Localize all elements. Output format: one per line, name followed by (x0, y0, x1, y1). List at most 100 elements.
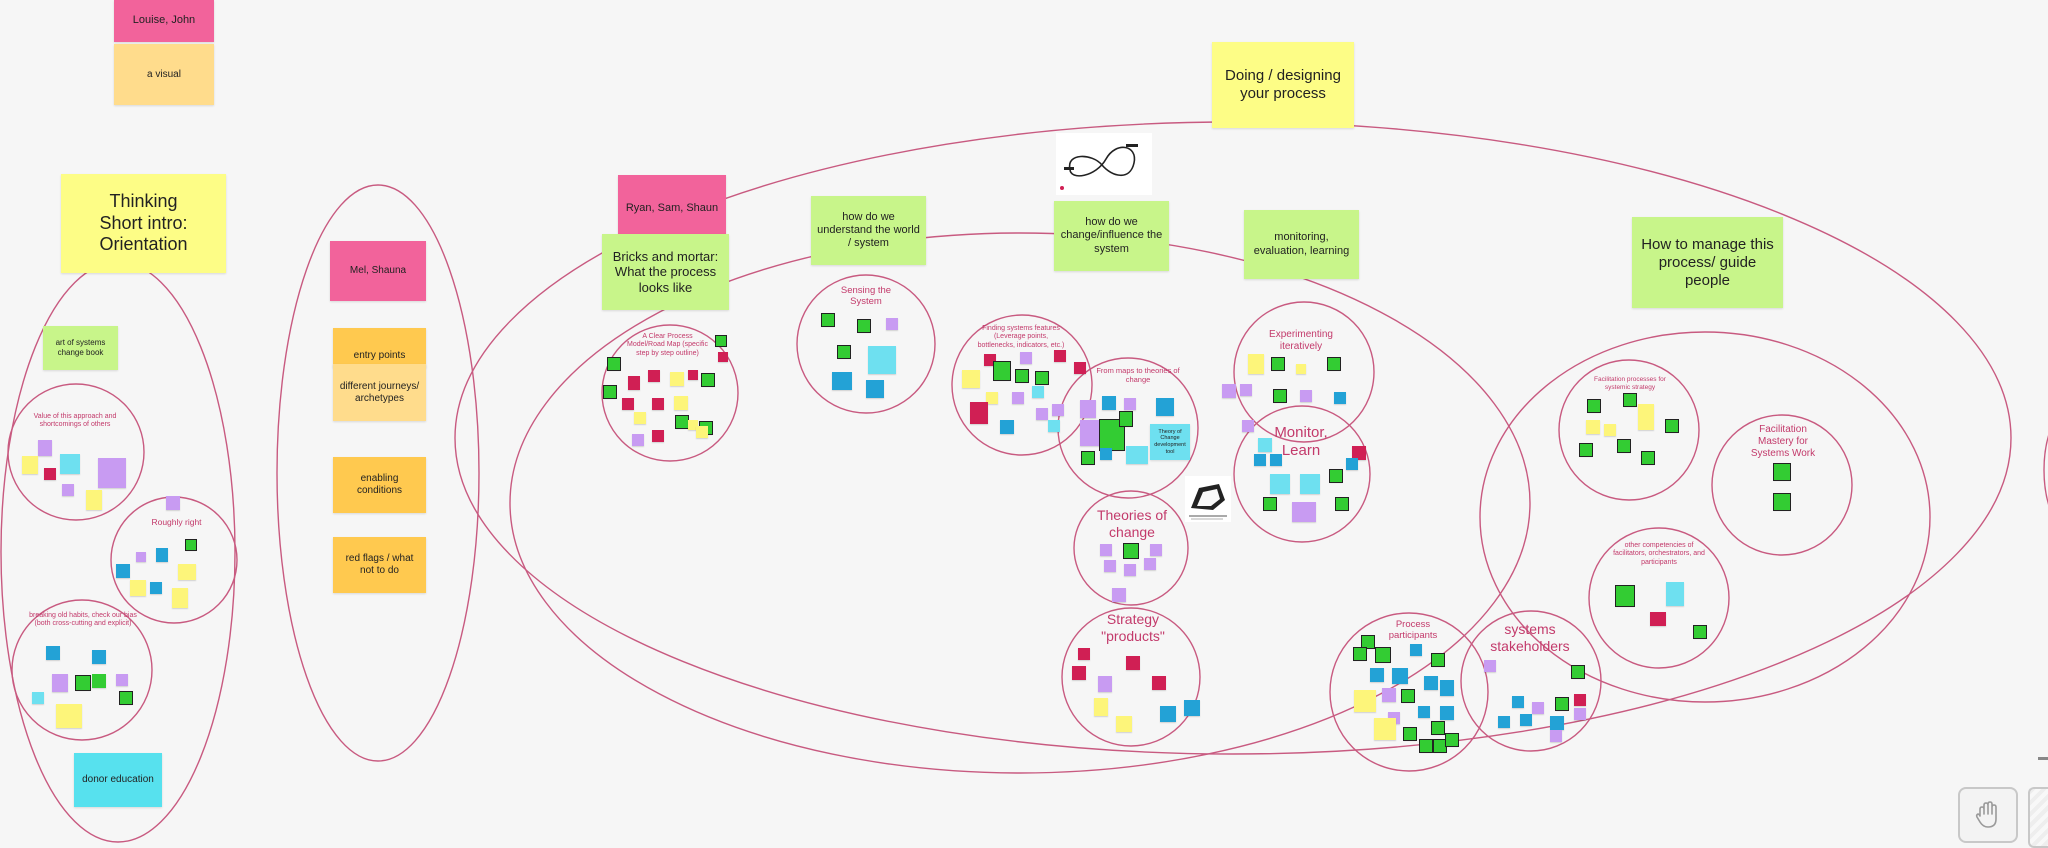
mini-sticky-note[interactable] (1184, 700, 1200, 716)
mini-sticky-note[interactable] (1035, 371, 1049, 385)
mini-sticky-note[interactable] (993, 361, 1011, 381)
sticky-change-influence[interactable]: how do we change/influence the system (1054, 201, 1169, 271)
mini-sticky-note[interactable] (986, 392, 998, 404)
mini-sticky-note[interactable] (1126, 656, 1140, 670)
mini-sticky-note[interactable] (868, 346, 896, 374)
mini-sticky-note[interactable] (1410, 644, 1422, 656)
mini-sticky-note[interactable] (116, 564, 130, 578)
sticky-donor-education[interactable]: donor education (74, 753, 162, 807)
mini-sticky-note[interactable] (1100, 448, 1112, 460)
sticky-theory-of-change-tool[interactable]: Theory of Change development tool (1150, 424, 1190, 460)
mini-sticky-note[interactable] (116, 674, 128, 686)
mini-sticky-note[interactable] (1574, 708, 1586, 720)
mini-sticky-note[interactable] (1102, 396, 1116, 410)
mini-sticky-note[interactable] (670, 372, 684, 386)
mini-sticky-note[interactable] (1327, 357, 1341, 371)
mini-sticky-note[interactable] (1152, 676, 1166, 690)
mini-sticky-note[interactable] (1666, 582, 1684, 606)
mini-sticky-note[interactable] (1574, 694, 1586, 706)
mini-sticky-note[interactable] (1254, 454, 1266, 466)
mini-sticky-note[interactable] (1334, 392, 1346, 404)
mini-sticky-note[interactable] (1346, 458, 1358, 470)
mini-sticky-note[interactable] (1119, 411, 1133, 427)
mini-sticky-note[interactable] (1484, 660, 1496, 672)
sticky-enabling-conditions[interactable]: enabling conditions (333, 457, 426, 513)
mini-sticky-note[interactable] (1498, 716, 1510, 728)
mini-sticky-note[interactable] (1532, 702, 1544, 714)
mini-sticky-note[interactable] (150, 582, 162, 594)
mini-sticky-note[interactable] (1098, 676, 1112, 692)
mini-sticky-note[interactable] (1431, 721, 1445, 735)
mini-sticky-note[interactable] (1587, 399, 1601, 413)
mini-sticky-note[interactable] (1078, 648, 1090, 660)
mini-sticky-note[interactable] (1392, 668, 1408, 684)
mini-sticky-note[interactable] (1419, 739, 1433, 753)
sticky-louise-john[interactable]: Louise, John (114, 0, 214, 42)
sticky-manage-process[interactable]: How to manage this process/ guide people (1632, 217, 1783, 308)
mini-sticky-note[interactable] (1036, 408, 1048, 420)
mini-sticky-note[interactable] (1361, 635, 1375, 649)
mini-sticky-note[interactable] (1352, 446, 1366, 460)
mini-sticky-note[interactable] (38, 440, 52, 456)
mini-sticky-note[interactable] (1032, 386, 1044, 398)
mini-sticky-note[interactable] (1382, 688, 1396, 702)
sticky-art-of-systems[interactable]: art of systems change book (43, 326, 118, 370)
mini-sticky-note[interactable] (1080, 420, 1100, 446)
mini-sticky-note[interactable] (1248, 354, 1264, 374)
mini-sticky-note[interactable] (632, 434, 644, 446)
mini-sticky-note[interactable] (1335, 497, 1349, 511)
mini-sticky-note[interactable] (1300, 390, 1312, 402)
mini-sticky-note[interactable] (984, 354, 996, 366)
mini-sticky-note[interactable] (674, 396, 688, 410)
mini-sticky-note[interactable] (1123, 543, 1139, 559)
mini-sticky-note[interactable] (62, 484, 74, 496)
sticky-doing-designing[interactable]: Doing / designing your process (1212, 42, 1354, 128)
sticky-different-journeys[interactable]: different journeys/ archetypes (333, 364, 426, 421)
mini-sticky-note[interactable] (1586, 420, 1600, 434)
mini-sticky-note[interactable] (1270, 474, 1290, 494)
mini-sticky-note[interactable] (1270, 454, 1282, 466)
mini-sticky-note[interactable] (56, 704, 82, 728)
mini-sticky-note[interactable] (962, 370, 980, 388)
mini-sticky-note[interactable] (648, 370, 660, 382)
mini-sticky-note[interactable] (46, 646, 60, 660)
mini-sticky-note[interactable] (1054, 350, 1066, 362)
mini-sticky-note[interactable] (1615, 585, 1635, 607)
mini-sticky-note[interactable] (607, 357, 621, 371)
mini-sticky-note[interactable] (688, 370, 698, 380)
mini-sticky-note[interactable] (1258, 438, 1272, 452)
mini-sticky-note[interactable] (1623, 393, 1637, 407)
mini-sticky-note[interactable] (1445, 733, 1459, 747)
mini-sticky-note[interactable] (886, 318, 898, 330)
mini-sticky-note[interactable] (1375, 647, 1391, 663)
mini-sticky-note[interactable] (1124, 564, 1136, 576)
mini-sticky-note[interactable] (1638, 404, 1654, 430)
mini-sticky-note[interactable] (1579, 443, 1593, 457)
mini-sticky-note[interactable] (1020, 352, 1032, 364)
mini-sticky-note[interactable] (86, 490, 102, 510)
sticky-bricks-mortar[interactable]: Bricks and mortar: What the process look… (602, 234, 729, 310)
mini-sticky-note[interactable] (52, 674, 68, 692)
sticky-a-visual[interactable]: a visual (114, 44, 214, 105)
hand-tool-button[interactable] (1958, 787, 2018, 843)
sticky-mel-shauna[interactable]: Mel, Shauna (330, 241, 426, 301)
mini-sticky-note[interactable] (1271, 357, 1285, 371)
mini-sticky-note[interactable] (1124, 398, 1136, 410)
mini-sticky-note[interactable] (866, 380, 884, 398)
mini-sticky-note[interactable] (688, 420, 698, 430)
sticky-thinking-intro[interactable]: Thinking Short intro: Orientation (61, 174, 226, 273)
mini-sticky-note[interactable] (1300, 474, 1320, 494)
mini-sticky-note[interactable] (1520, 714, 1532, 726)
sticky-ryan-sam-shaun[interactable]: Ryan, Sam, Shaun (618, 175, 726, 243)
mini-sticky-note[interactable] (1650, 612, 1666, 626)
infinity-sketch-icon[interactable] (1056, 133, 1152, 195)
mini-sticky-note[interactable] (32, 692, 44, 704)
mini-sticky-note[interactable] (1015, 369, 1029, 383)
mini-sticky-note[interactable] (1418, 706, 1430, 718)
mini-sticky-note[interactable] (1012, 392, 1024, 404)
mini-sticky-note[interactable] (652, 430, 664, 442)
mini-sticky-note[interactable] (1693, 625, 1707, 639)
mini-sticky-note[interactable] (1112, 588, 1126, 602)
mini-sticky-note[interactable] (156, 548, 168, 562)
mini-sticky-note[interactable] (837, 345, 851, 359)
